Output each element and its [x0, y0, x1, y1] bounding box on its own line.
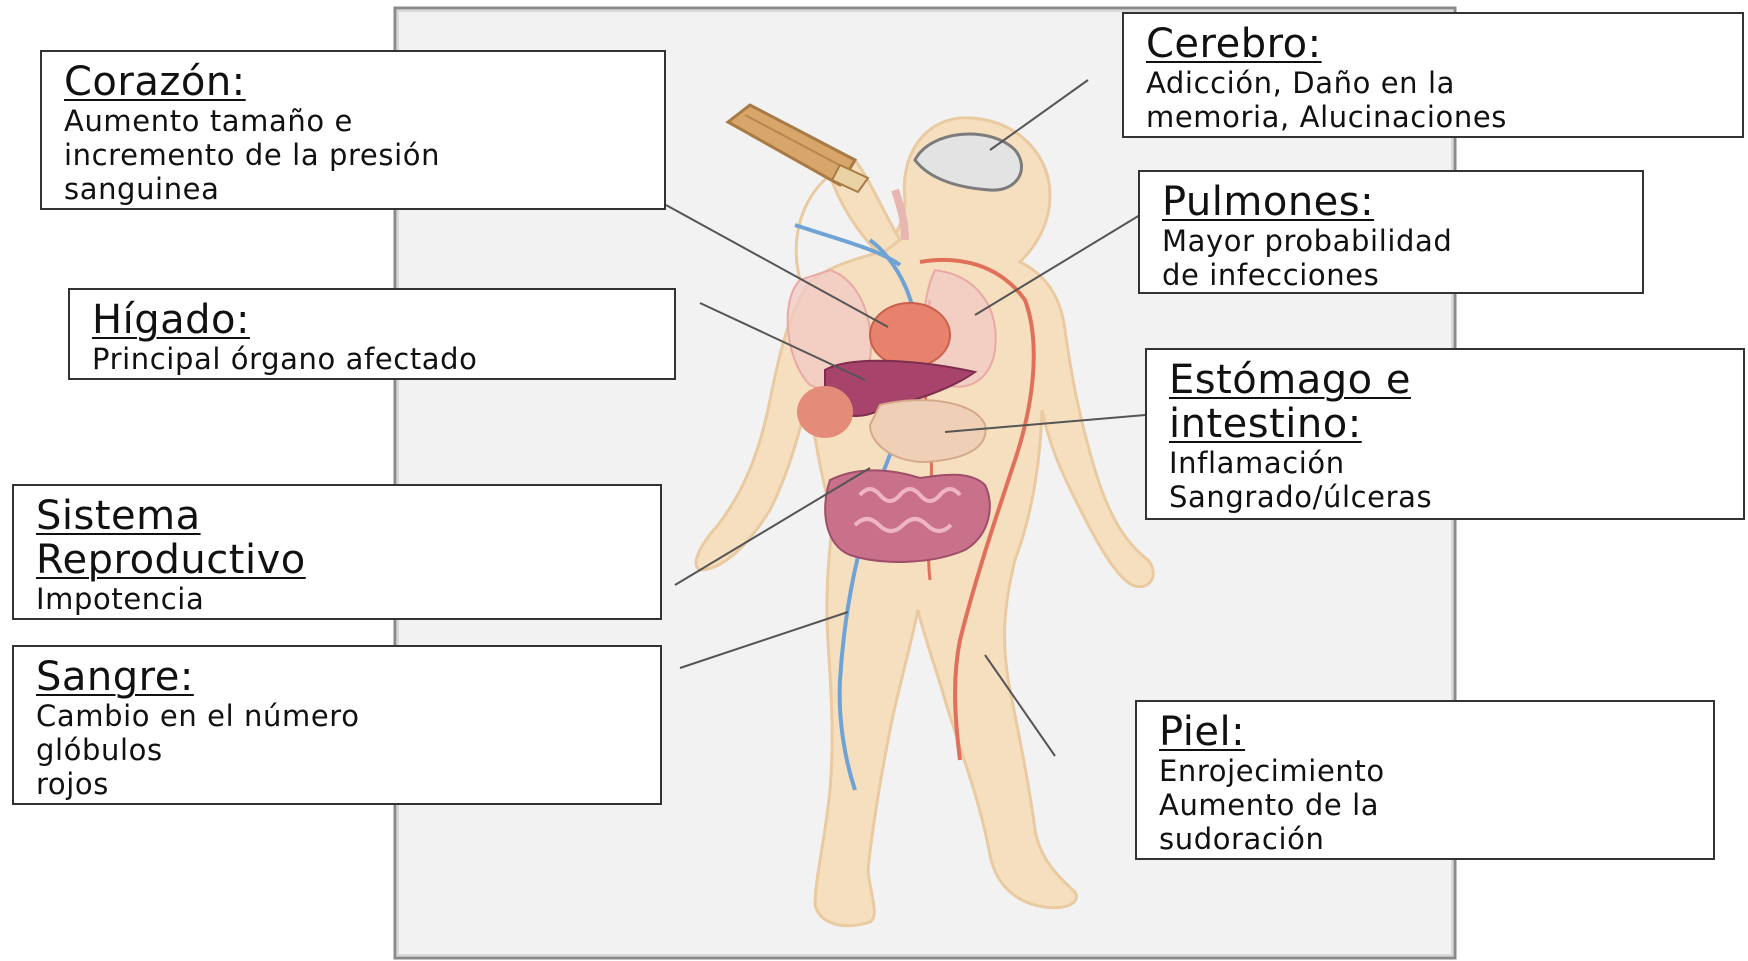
label-corazon-line: incremento de la presión [64, 138, 642, 172]
label-sangre: Sangre: Cambio en el número glóbulos roj… [12, 645, 662, 805]
label-higado-title: Hígado: [92, 298, 250, 342]
label-sangre-line: Cambio en el número [36, 699, 638, 733]
label-cerebro-line: memoria, Alucinaciones [1146, 100, 1720, 134]
label-higado-line: Principal órgano afectado [92, 342, 652, 376]
label-sangre-title: Sangre: [36, 655, 194, 699]
label-corazon-line: Aumento tamaño e [64, 104, 642, 138]
label-piel-line: Aumento de la [1159, 788, 1691, 822]
label-pulmones-title: Pulmones: [1162, 180, 1374, 224]
label-estomago-title: Estómago e [1169, 358, 1411, 402]
stomach-icon [870, 400, 986, 462]
label-pulmones: Pulmones: Mayor probabilidad de infeccio… [1138, 170, 1644, 294]
label-sistema-title: Sistema [36, 494, 201, 538]
label-sistema-reproductivo: Sistema Reproductivo Impotencia [12, 484, 662, 620]
label-piel: Piel: Enrojecimiento Aumento de la sudor… [1135, 700, 1715, 860]
label-estomago-intestino: Estómago e intestino: Inflamación Sangra… [1145, 348, 1745, 520]
label-sistema-line: Impotencia [36, 582, 638, 616]
label-corazon-line: sanguinea [64, 172, 642, 206]
label-sangre-line: glóbulos [36, 733, 638, 767]
label-cerebro-line: Adicción, Daño en la [1146, 66, 1720, 100]
label-piel-line: sudoración [1159, 822, 1691, 856]
label-sistema-title: Reproductivo [36, 538, 306, 582]
label-piel-title: Piel: [1159, 710, 1245, 754]
label-higado: Hígado: Principal órgano afectado [68, 288, 676, 380]
label-estomago-line: Inflamación [1169, 446, 1721, 480]
label-corazon: Corazón: Aumento tamaño e incremento de … [40, 50, 666, 210]
label-piel-line: Enrojecimiento [1159, 754, 1691, 788]
label-pulmones-line: Mayor probabilidad [1162, 224, 1620, 258]
label-pulmones-line: de infecciones [1162, 258, 1620, 292]
label-corazon-title: Corazón: [64, 60, 246, 104]
label-estomago-line: Sangrado/úlceras [1169, 480, 1721, 514]
label-estomago-title: intestino: [1169, 402, 1362, 446]
label-cerebro: Cerebro: Adicción, Daño en la memoria, A… [1122, 12, 1744, 138]
heart-icon [870, 303, 950, 367]
intestines-icon [825, 470, 990, 562]
label-cerebro-title: Cerebro: [1146, 22, 1322, 66]
label-sangre-line: rojos [36, 767, 638, 801]
